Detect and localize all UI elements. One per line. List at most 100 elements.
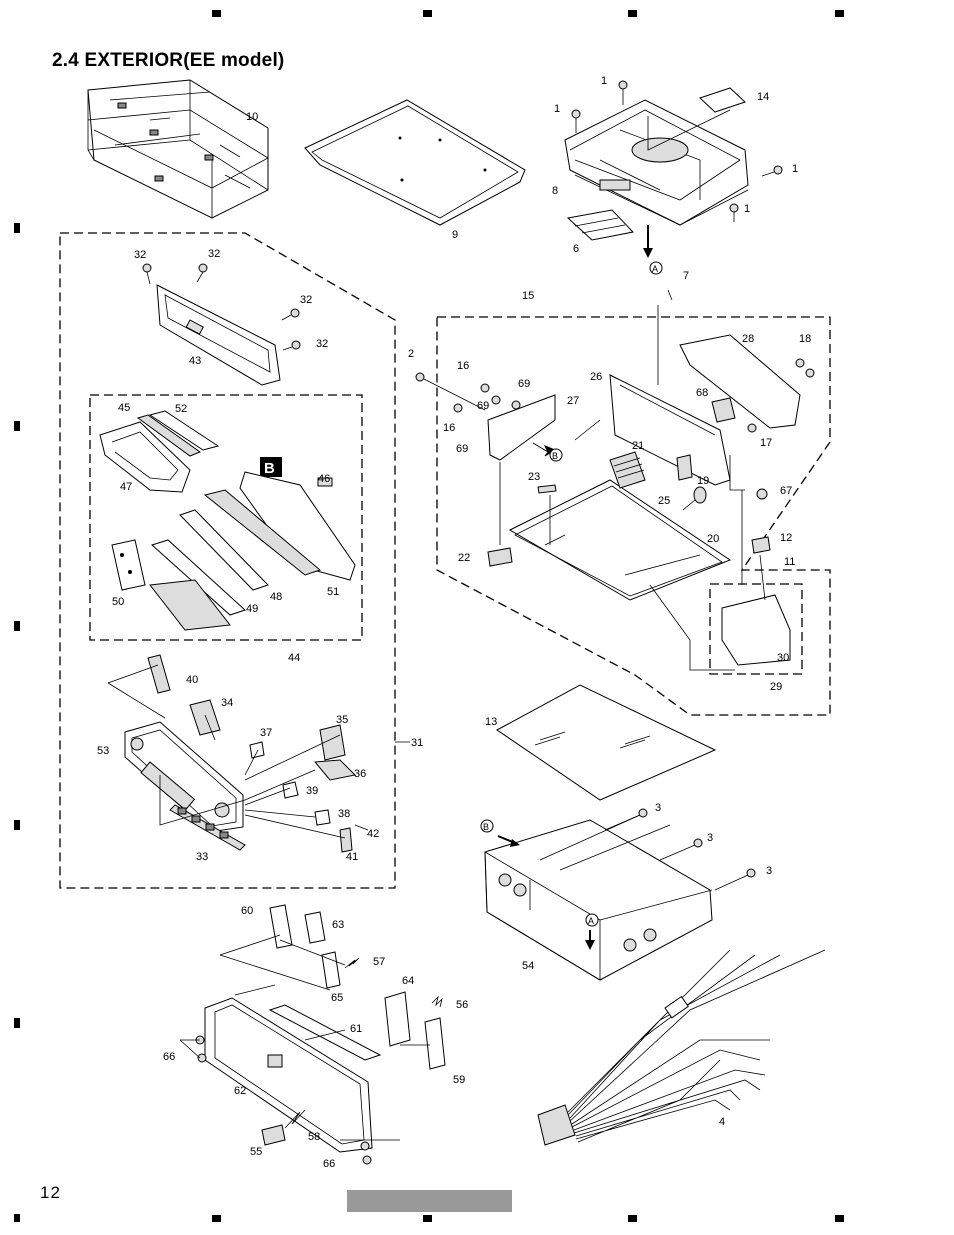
callout-46: 46 (318, 473, 330, 485)
callout-6: 6 (573, 243, 579, 255)
callout-51: 51 (327, 586, 339, 598)
callout-65: 65 (331, 992, 343, 1004)
callout-16: 16 (443, 422, 455, 434)
part-60-part-63-part-65 (269, 904, 341, 989)
callout-2: 2 (408, 348, 414, 360)
callout-61: 61 (350, 1023, 362, 1035)
callout-63: 63 (332, 919, 344, 931)
callout-labels: 10 9 1 1 1 1 14 8 6 7 15 32 32 32 32 43 … (97, 75, 811, 1170)
callout-13: 13 (485, 716, 497, 728)
callout-7: 7 (683, 270, 689, 282)
callout-52: 52 (175, 403, 187, 415)
callout-44: 44 (288, 652, 300, 664)
callout-64: 64 (402, 975, 414, 987)
callout-34: 34 (221, 697, 233, 709)
small-parts-34-42 (147, 654, 369, 853)
screws-part-3 (604, 808, 756, 891)
callout-3: 3 (655, 802, 661, 814)
callout-20: 20 (707, 533, 719, 545)
callout-19: 19 (697, 475, 709, 487)
callout-33: 33 (196, 851, 208, 863)
part-54-chassis (484, 814, 713, 981)
part-10-sleeve (87, 79, 269, 219)
callout-16: 16 (457, 360, 469, 372)
part-25-capacitor (682, 486, 707, 511)
callout-32: 32 (134, 249, 146, 261)
callout-21: 21 (632, 440, 644, 452)
callout-30: 30 (777, 652, 789, 664)
callout-3: 3 (707, 832, 713, 844)
part-12-part-11-parts (751, 488, 771, 554)
callout-8: 8 (552, 185, 558, 197)
part-61-strip (268, 1004, 382, 1061)
part-64-part-59-brackets (384, 991, 446, 1070)
part-14-sheet (699, 87, 746, 113)
callout-49: 49 (246, 603, 258, 615)
svg-text:B: B (483, 822, 489, 832)
part-22-part-23-parts (487, 484, 557, 567)
callout-4: 4 (719, 1116, 725, 1128)
part-50-bracket (111, 539, 146, 591)
registration-marks (14, 10, 844, 1222)
callout-36: 36 (354, 768, 366, 780)
footer-bar (347, 1190, 512, 1212)
part-53-front-panel (124, 721, 244, 833)
page-number: 12 (40, 1183, 61, 1202)
main-board-a (508, 479, 732, 601)
callout-18: 18 (799, 333, 811, 345)
callout-32: 32 (300, 294, 312, 306)
callout-29: 29 (770, 681, 782, 693)
callout-25: 25 (658, 495, 670, 507)
callout-41: 41 (346, 851, 358, 863)
callout-69: 69 (477, 400, 489, 412)
callout-1: 1 (554, 103, 560, 115)
svg-text:A: A (652, 264, 658, 274)
ref-mark-b-mid: B (549, 448, 563, 462)
part-45-lens (136, 414, 202, 457)
screws-16-17-18-2 (415, 358, 815, 433)
callout-32: 32 (208, 248, 220, 260)
callout-60: 60 (241, 905, 253, 917)
part-43-panel (156, 284, 281, 386)
part-68-part-19-parts (676, 397, 736, 481)
callout-17: 17 (760, 437, 772, 449)
callout-43: 43 (189, 355, 201, 367)
callout-68: 68 (696, 387, 708, 399)
callout-27: 27 (567, 395, 579, 407)
callout-1: 1 (601, 75, 607, 87)
callout-69: 69 (518, 378, 530, 390)
group-44-outline (89, 394, 363, 641)
callout-35: 35 (336, 714, 348, 726)
callout-40: 40 (186, 674, 198, 686)
callout-1: 1 (792, 163, 798, 175)
callout-3: 3 (766, 865, 772, 877)
group-31-outline (59, 232, 396, 889)
callout-59: 59 (453, 1074, 465, 1086)
callout-1: 1 (744, 203, 750, 215)
part-30-board (721, 594, 791, 666)
svg-text:A: A (588, 916, 594, 926)
callout-54: 54 (522, 960, 534, 972)
part-26-bracket (609, 374, 731, 486)
part-21-connector (609, 451, 646, 489)
svg-text:B: B (552, 451, 558, 461)
callout-12: 12 (780, 532, 792, 544)
part-47-frame (99, 421, 191, 493)
callout-67: 67 (780, 485, 792, 497)
part-62-panel (204, 997, 373, 1153)
callout-57: 57 (373, 956, 385, 968)
screws-part-1 (571, 80, 783, 222)
part-8-mechanism (564, 99, 749, 226)
callout-11: 11 (784, 556, 795, 568)
callout-47: 47 (120, 481, 132, 493)
part-9-top-cover (304, 99, 526, 226)
ref-mark-b-chassis: B (480, 819, 494, 833)
callout-56: 56 (456, 999, 468, 1011)
callout-38: 38 (338, 808, 350, 820)
part-28-bracket (679, 334, 801, 429)
callout-31: 31 (411, 737, 423, 749)
group-29-outline (709, 583, 803, 675)
springs-56-57-58 (284, 957, 443, 1129)
callout-39: 39 (306, 785, 318, 797)
